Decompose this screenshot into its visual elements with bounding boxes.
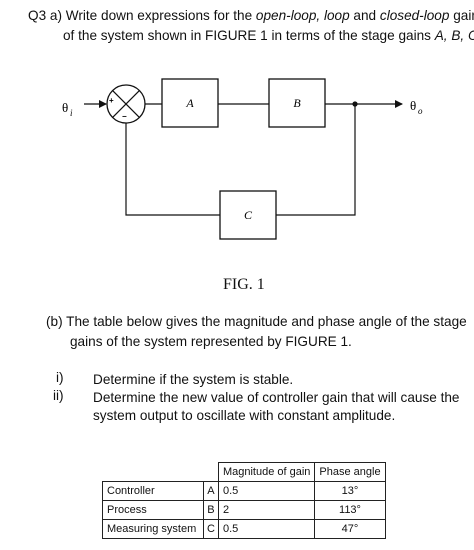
and-word: and xyxy=(349,8,380,23)
part-b-line1: (b) The table below gives the magnitude … xyxy=(46,314,467,329)
question-a-line2-text: of the system shown in FIGURE 1 in terms… xyxy=(63,28,435,43)
table-row: Measuring system C 0.5 47° xyxy=(102,519,386,539)
row-name: Process xyxy=(102,500,204,520)
row-symbol: B xyxy=(203,500,219,520)
header-magnitude: Magnitude of gain xyxy=(217,462,316,482)
row-phase: 47° xyxy=(314,519,386,539)
question-a-line2: of the system shown in FIGURE 1 in terms… xyxy=(63,26,474,46)
item-ii-number: ii) xyxy=(53,388,64,403)
table-symbol-blank xyxy=(204,463,219,482)
row-magnitude: 0.5 xyxy=(217,519,316,539)
row-name: Measuring system xyxy=(102,519,204,539)
row-magnitude: 0.5 xyxy=(217,481,316,501)
stage-gains-table: Magnitude of gain Phase angle Controller… xyxy=(102,462,386,539)
block-a xyxy=(161,78,219,128)
row-phase: 113° xyxy=(314,500,386,520)
output-signal-subscript: o xyxy=(418,106,423,116)
feedback-line-to-junction xyxy=(125,123,220,216)
table-row: Controller A 0.5 13° xyxy=(102,481,386,501)
item-i-text: Determine if the system is stable. xyxy=(93,372,294,387)
block-b xyxy=(268,78,326,128)
minus-sign: − xyxy=(122,112,127,121)
block-c xyxy=(219,190,277,240)
item-ii-text-line1: Determine the new value of controller ga… xyxy=(93,390,460,405)
input-signal-label: θ xyxy=(62,100,68,115)
open-loop-term: open-loop, loop xyxy=(255,8,350,23)
feedback-line-to-c xyxy=(276,104,356,216)
output-signal-label: θ xyxy=(410,98,416,113)
table-header-row: Magnitude of gain Phase angle xyxy=(103,462,386,482)
gains-word: gains xyxy=(453,8,474,23)
row-symbol: A xyxy=(203,481,219,501)
block-b-label: B xyxy=(293,96,301,110)
closed-loop-term: closed-loop xyxy=(379,8,450,23)
part-b-line2: gains of the system represented by FIGUR… xyxy=(70,334,352,349)
input-signal-subscript: i xyxy=(70,108,73,118)
table-corner-blank xyxy=(103,463,204,482)
figure-label: FIG. 1 xyxy=(223,276,265,293)
stage-gain-vars: A, B, C. xyxy=(434,28,474,43)
question-a-line1: Q3 a) Write down expressions for the ope… xyxy=(28,6,474,26)
row-magnitude: 2 xyxy=(217,500,316,520)
block-c-label: C xyxy=(244,208,253,222)
question-a-prefix: Q3 a) Write down expressions for the xyxy=(28,8,256,23)
header-phase: Phase angle xyxy=(314,462,386,482)
item-i-number: i) xyxy=(56,370,64,385)
table-row: Process B 2 113° xyxy=(102,500,386,520)
summing-junction: + − xyxy=(106,84,146,124)
block-diagram: θ i + − A B θ o C xyxy=(62,78,423,240)
plus-sign: + xyxy=(109,96,114,105)
item-ii-text-line2: system output to oscillate with constant… xyxy=(93,408,396,423)
row-name: Controller xyxy=(102,481,204,501)
row-phase: 13° xyxy=(314,481,386,501)
block-a-label: A xyxy=(185,96,194,110)
row-symbol: C xyxy=(203,519,219,539)
